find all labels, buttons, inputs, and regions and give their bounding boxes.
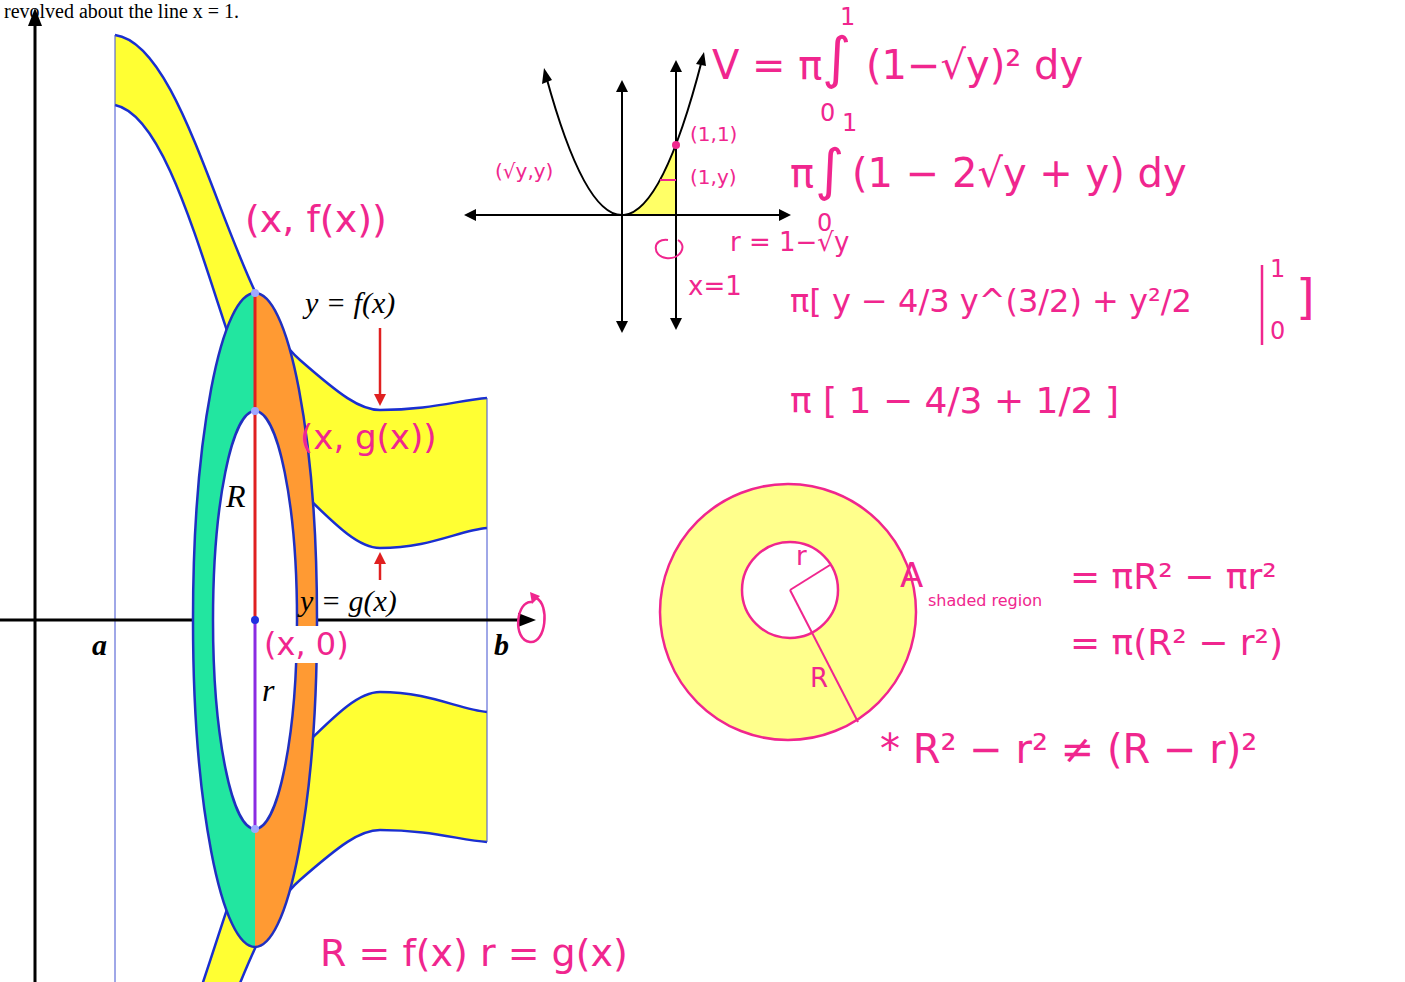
- integral-sign: ∫: [822, 26, 851, 90]
- area-formula: = π(R² − r²): [1070, 622, 1283, 663]
- arrowhead: [616, 80, 628, 92]
- x-axis-head: [518, 613, 536, 627]
- washer-outer: [193, 293, 317, 947]
- point-label: (1,1): [690, 123, 737, 146]
- radius-segment: [660, 179, 676, 181]
- dot: [251, 825, 259, 833]
- integrand: (1 − 2√y + y) dy: [852, 150, 1187, 196]
- curve-label: y = g(x): [300, 584, 397, 619]
- y-axis: [34, 22, 37, 982]
- antiderivative: π[ y − 4/3 y^(3/2) + y²/2: [790, 283, 1192, 320]
- eval-limit: 0: [1270, 318, 1285, 346]
- radius-label: r: [796, 542, 807, 572]
- bound-a: [115, 35, 116, 982]
- curve-label: y = f(x): [305, 286, 395, 321]
- heading-text: revolved about the line x = 1.: [4, 0, 239, 23]
- pi-factor: π: [790, 150, 814, 196]
- arrowhead: [670, 60, 682, 72]
- dot: [251, 407, 259, 415]
- rotation-mark: [656, 240, 683, 258]
- volume-formula: V = π: [712, 42, 822, 88]
- dot: [251, 616, 259, 624]
- dot: [251, 289, 259, 297]
- point-label: (1,y): [690, 166, 737, 189]
- radius-R-line: [254, 293, 257, 620]
- bracket: ]: [1296, 270, 1315, 325]
- eval-bar: [1261, 265, 1264, 345]
- integrand: (1−√y)² dy: [866, 42, 1083, 88]
- annulus-fill: [660, 484, 916, 740]
- arrowhead: [696, 52, 706, 66]
- g-pointer-head: [374, 552, 386, 564]
- area-formula: = πR² − πr²: [1070, 556, 1277, 597]
- R-radius: [790, 590, 858, 722]
- axis-label: x=1: [688, 272, 742, 302]
- graph-y-axis: [621, 88, 623, 325]
- arrowhead: [464, 209, 476, 221]
- parabola: [546, 60, 702, 215]
- washer-orange: [255, 293, 317, 947]
- radius-formula: r = 1−√y: [730, 228, 849, 258]
- point-1-1: [672, 141, 680, 149]
- integral-limit: 1: [842, 110, 857, 138]
- warning-note: * R² − r² ≠ (R − r)²: [880, 726, 1257, 772]
- radius-label: R: [810, 664, 828, 694]
- shaded-region: [622, 145, 676, 215]
- arrowhead: [616, 321, 628, 333]
- f-curve: [115, 35, 487, 410]
- line-x-1: [675, 68, 677, 322]
- radius-r-line: [254, 620, 257, 829]
- area-symbol: A: [900, 556, 923, 595]
- rotation-mark: [518, 598, 544, 642]
- area-subscript: shaded region: [928, 592, 1042, 610]
- f-pointer-head: [374, 394, 386, 406]
- radius-label: r: [262, 672, 274, 709]
- radius-label: R: [226, 478, 246, 515]
- evaluation: π [ 1 − 4/3 + 1/2 ]: [790, 380, 1119, 421]
- arrowhead: [542, 68, 552, 84]
- eval-limit: 1: [1270, 256, 1285, 284]
- integral-sign: ∫: [815, 138, 844, 202]
- point-label: (√y,y): [495, 160, 553, 183]
- f-pointer: [379, 328, 382, 396]
- arrowhead: [670, 318, 682, 330]
- point-label: (x, f(x)): [245, 198, 387, 242]
- bound-label: b: [494, 628, 509, 663]
- integral-limit: 0: [820, 100, 835, 128]
- bound-label: a: [92, 628, 107, 663]
- annulus-outer: [660, 484, 916, 740]
- washer-green: [193, 293, 317, 947]
- point-label: (x, 0): [262, 626, 351, 663]
- f-curve-mirror: [115, 830, 487, 982]
- radius-def: r = g(x): [480, 932, 628, 976]
- g-pointer: [379, 562, 382, 580]
- arrowhead: [779, 209, 791, 221]
- point-label: (x, g(x)): [300, 418, 437, 457]
- radius-def: R = f(x): [320, 932, 468, 976]
- rotation-head: [530, 592, 540, 604]
